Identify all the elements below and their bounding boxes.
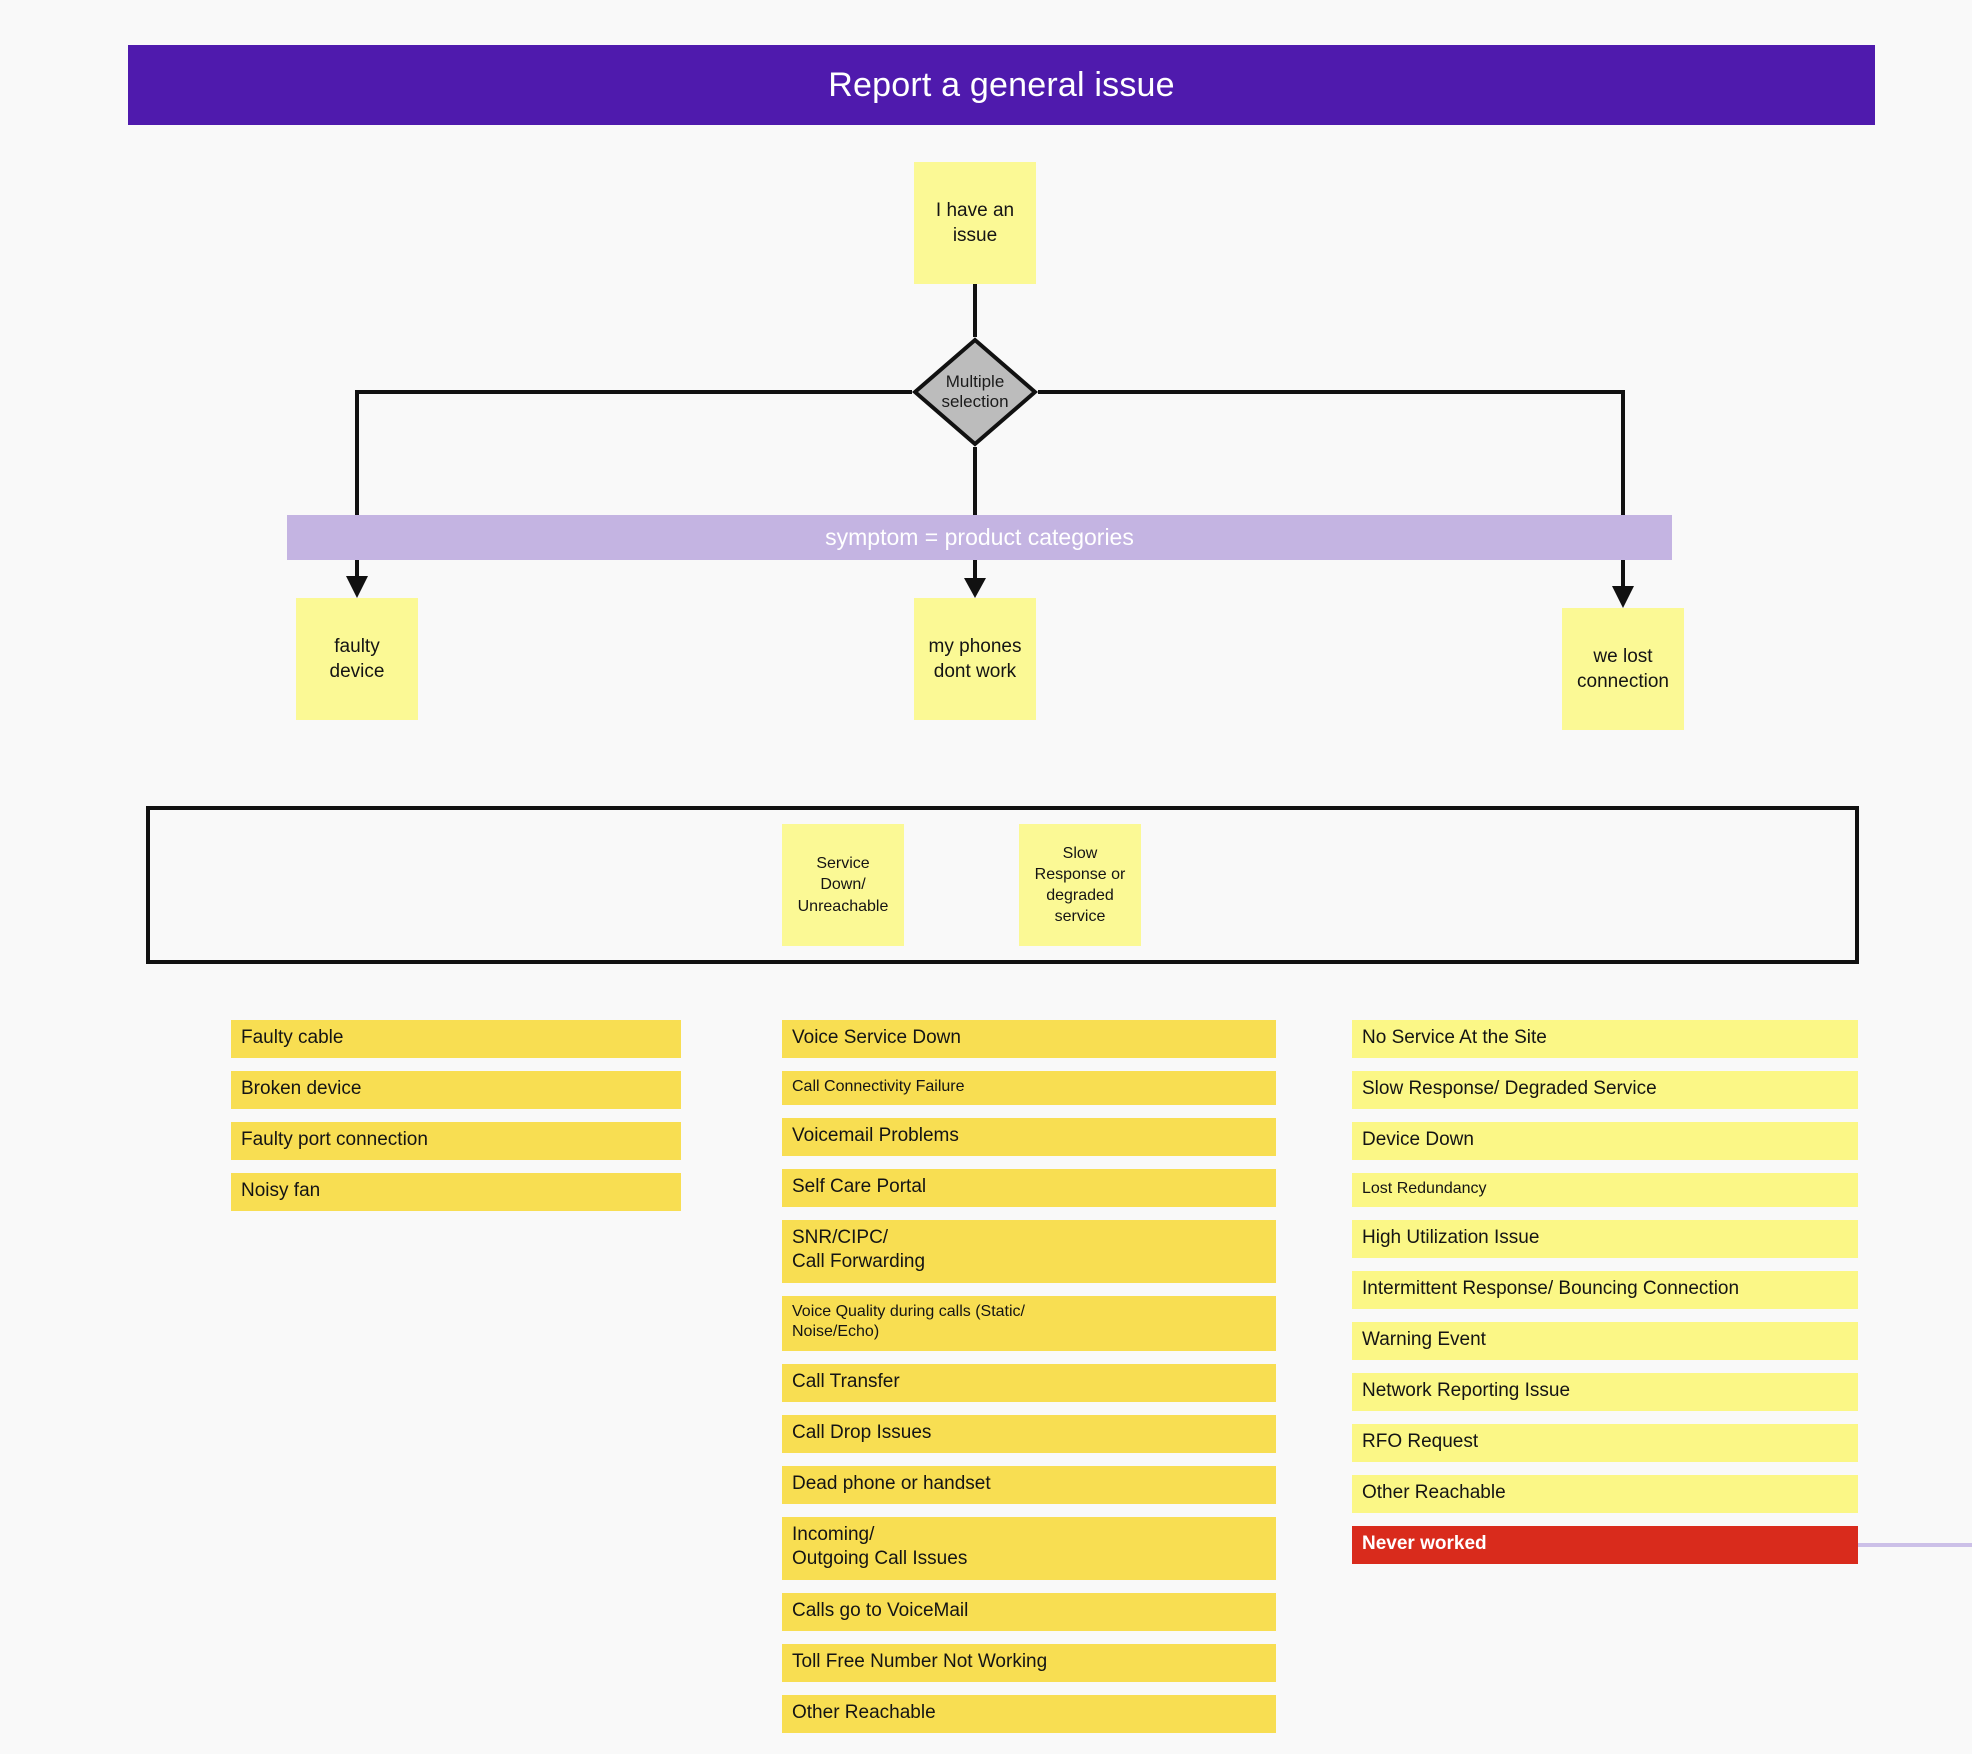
symptom-row[interactable]: Faulty port connection bbox=[231, 1122, 681, 1160]
note-we-lost-connection[interactable]: we lost connection bbox=[1562, 608, 1684, 730]
symptom-row[interactable]: Warning Event bbox=[1352, 1322, 1858, 1360]
symptom-row[interactable]: Toll Free Number Not Working bbox=[782, 1644, 1276, 1682]
symptom-row[interactable]: SNR/CIPC/ Call Forwarding bbox=[782, 1220, 1276, 1283]
symptom-row-label: Other Reachable bbox=[1362, 1482, 1506, 1503]
symptom-row-label: Slow Response/ Degraded Service bbox=[1362, 1078, 1657, 1099]
symptom-row-label: Toll Free Number Not Working bbox=[792, 1651, 1048, 1672]
symptom-row-label: Calls go to VoiceMail bbox=[792, 1600, 969, 1621]
note-label: my phones dont work bbox=[928, 635, 1022, 682]
symptom-row-label: Intermittent Response/ Bouncing Connecti… bbox=[1362, 1278, 1740, 1299]
symptom-row-label: Faulty cable bbox=[241, 1027, 344, 1048]
symptom-row-label: No Service At the Site bbox=[1362, 1027, 1547, 1048]
symptom-row[interactable]: Intermittent Response/ Bouncing Connecti… bbox=[1352, 1271, 1858, 1309]
symptom-row-label: Network Reporting Issue bbox=[1362, 1380, 1571, 1401]
symptom-row-label: RFO Request bbox=[1362, 1431, 1479, 1452]
symptom-row[interactable]: Network Reporting Issue bbox=[1352, 1373, 1858, 1411]
symptom-row-label: SNR/CIPC/ Call Forwarding bbox=[792, 1227, 926, 1273]
symptom-row-label: Never worked bbox=[1362, 1533, 1487, 1554]
symptom-row-label: Lost Redundancy bbox=[1362, 1180, 1487, 1197]
symptom-row-label: Call Connectivity Failure bbox=[792, 1078, 965, 1095]
symptom-row-label: Call Transfer bbox=[792, 1371, 900, 1392]
page-header: Report a general issue bbox=[128, 45, 1875, 125]
symptom-row[interactable]: Call Drop Issues bbox=[782, 1415, 1276, 1453]
symptom-row-label: Incoming/ Outgoing Call Issues bbox=[792, 1524, 968, 1570]
note-label: Service Down/ Unreachable bbox=[797, 855, 889, 915]
symptom-row[interactable]: Broken device bbox=[231, 1071, 681, 1109]
symptom-row[interactable]: Incoming/ Outgoing Call Issues bbox=[782, 1517, 1276, 1580]
diamond-shape bbox=[912, 337, 1038, 447]
symptom-row[interactable]: Other Reachable bbox=[1352, 1475, 1858, 1513]
grouping-outline-box bbox=[146, 806, 1859, 964]
symptom-row[interactable]: Voice Quality during calls (Static/ Nois… bbox=[782, 1296, 1276, 1351]
note-my-phones-dont-work[interactable]: my phones dont work bbox=[914, 598, 1036, 720]
note-label: Slow Response or degraded service bbox=[1034, 844, 1126, 926]
symptom-row[interactable]: Lost Redundancy bbox=[1352, 1173, 1858, 1207]
symptom-row[interactable]: Calls go to VoiceMail bbox=[782, 1593, 1276, 1631]
decision-multiple-selection[interactable]: Multiple selection bbox=[912, 337, 1038, 447]
symptom-row[interactable]: Self Care Portal bbox=[782, 1169, 1276, 1207]
page-title: Report a general issue bbox=[828, 65, 1175, 104]
symptom-category-band: symptom = product categories bbox=[287, 515, 1672, 560]
symptom-row[interactable]: Never worked bbox=[1352, 1526, 1858, 1564]
symptom-row-label: Noisy fan bbox=[241, 1180, 321, 1201]
symptom-category-label: symptom = product categories bbox=[825, 524, 1134, 550]
symptom-row[interactable]: Other Reachable bbox=[782, 1695, 1276, 1733]
symptom-row[interactable]: RFO Request bbox=[1352, 1424, 1858, 1462]
symptom-row[interactable]: Slow Response/ Degraded Service bbox=[1352, 1071, 1858, 1109]
symptom-row[interactable]: Faulty cable bbox=[231, 1020, 681, 1058]
symptom-row[interactable]: No Service At the Site bbox=[1352, 1020, 1858, 1058]
symptom-row[interactable]: Call Connectivity Failure bbox=[782, 1071, 1276, 1105]
symptom-row-label: Dead phone or handset bbox=[792, 1473, 991, 1494]
note-label: faulty device bbox=[329, 635, 385, 682]
symptom-row-label: Voice Service Down bbox=[792, 1027, 961, 1048]
note-i-have-an-issue[interactable]: I have an issue bbox=[914, 162, 1036, 284]
symptom-row-label: High Utilization Issue bbox=[1362, 1227, 1540, 1248]
symptom-row-label: Device Down bbox=[1362, 1129, 1474, 1150]
note-service-down-unreachable[interactable]: Service Down/ Unreachable bbox=[782, 824, 904, 946]
note-label: I have an issue bbox=[935, 199, 1015, 246]
symptom-row-label: Other Reachable bbox=[792, 1702, 936, 1723]
symptom-row-label: Voice Quality during calls (Static/ Nois… bbox=[792, 1303, 1025, 1341]
symptom-row[interactable]: Call Transfer bbox=[782, 1364, 1276, 1402]
never-worked-trail-line bbox=[1858, 1543, 1972, 1547]
note-faulty-device[interactable]: faulty device bbox=[296, 598, 418, 720]
symptom-row-label: Faulty port connection bbox=[241, 1129, 428, 1150]
note-label: we lost connection bbox=[1577, 645, 1669, 692]
symptom-row-label: Call Drop Issues bbox=[792, 1422, 932, 1443]
symptom-row-label: Self Care Portal bbox=[792, 1176, 927, 1197]
symptom-row-label: Warning Event bbox=[1362, 1329, 1486, 1350]
note-slow-response-degraded[interactable]: Slow Response or degraded service bbox=[1019, 824, 1141, 946]
symptom-row[interactable]: Voice Service Down bbox=[782, 1020, 1276, 1058]
symptom-row[interactable]: Noisy fan bbox=[231, 1173, 681, 1211]
symptom-row[interactable]: Device Down bbox=[1352, 1122, 1858, 1160]
symptom-row[interactable]: High Utilization Issue bbox=[1352, 1220, 1858, 1258]
symptom-row[interactable]: Voicemail Problems bbox=[782, 1118, 1276, 1156]
symptom-row[interactable]: Dead phone or handset bbox=[782, 1466, 1276, 1504]
symptom-row-label: Broken device bbox=[241, 1078, 362, 1099]
symptom-row-label: Voicemail Problems bbox=[792, 1125, 959, 1146]
